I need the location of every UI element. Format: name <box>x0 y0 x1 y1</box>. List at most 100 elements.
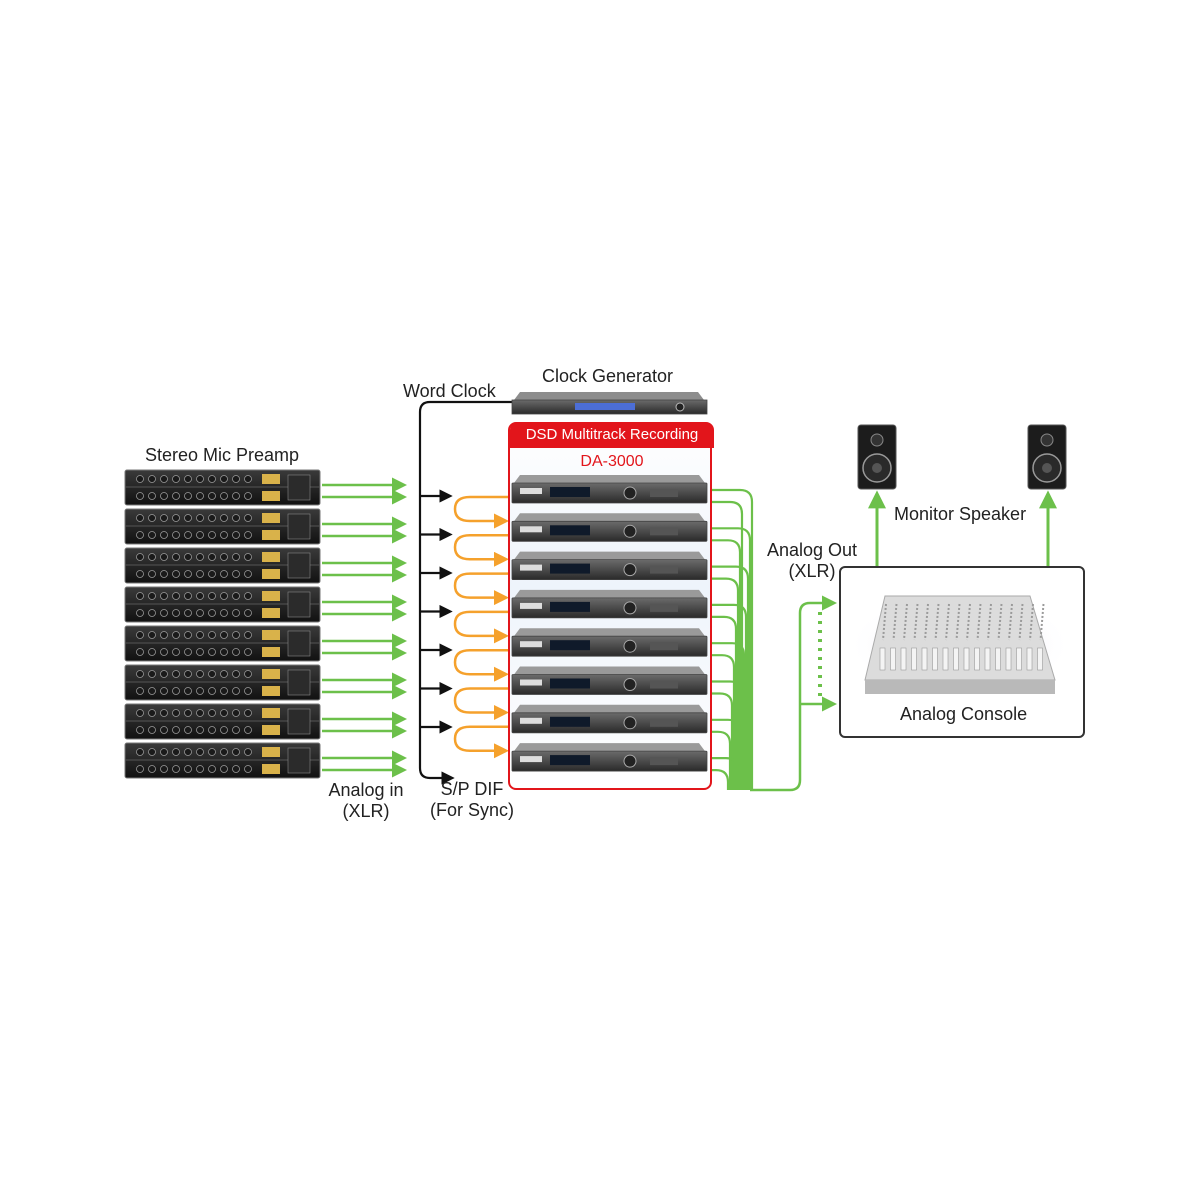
preamp-knob <box>136 609 144 617</box>
preamp-knob <box>184 570 192 578</box>
preamp-knob <box>244 765 252 773</box>
preamp-knob <box>148 631 156 639</box>
word-clock-line <box>418 400 512 785</box>
preamp-vu-meter <box>262 513 280 523</box>
preamp-knob <box>208 687 216 695</box>
preamp-knob <box>244 687 252 695</box>
preamp-knob <box>232 709 240 717</box>
preamp-vu-meter <box>262 764 280 774</box>
preamp-knob <box>220 609 228 617</box>
preamp-knob <box>148 570 156 578</box>
preamp-knob <box>220 492 228 500</box>
preamp-panel <box>287 552 311 579</box>
preamp-knob <box>160 514 168 522</box>
preamp-knob <box>244 553 252 561</box>
preamp-knob <box>196 592 204 600</box>
analog-out-line <box>709 577 740 790</box>
preamp-knob <box>148 475 156 483</box>
preamp-knob <box>220 687 228 695</box>
preamp-knob <box>208 631 216 639</box>
preamp-knob <box>220 475 228 483</box>
preamp-knob <box>208 592 216 600</box>
analog-out-line <box>709 769 730 790</box>
preamp-knob <box>148 492 156 500</box>
preamp-panel <box>287 474 311 501</box>
preamp-knob <box>196 475 204 483</box>
preamp-knob <box>208 531 216 539</box>
preamp-knob <box>172 592 180 600</box>
preamp-unit <box>124 547 321 584</box>
preamp-knob <box>220 748 228 756</box>
preamp-knob <box>160 592 168 600</box>
spdif-line2: (For Sync) <box>429 800 514 820</box>
preamp-knob <box>148 726 156 734</box>
preamp-knob <box>148 531 156 539</box>
preamp-knob <box>184 648 192 656</box>
preamp-knob <box>208 648 216 656</box>
analog-in-line2: (XLR) <box>342 801 390 821</box>
preamp-knob <box>148 553 156 561</box>
clock-generator-label: Clock Generator <box>542 366 674 386</box>
analog-out-line <box>709 488 754 790</box>
preamp-knob <box>244 570 252 578</box>
preamp-knob <box>208 570 216 578</box>
preamp-knob <box>232 592 240 600</box>
preamp-knob <box>172 687 180 695</box>
preamp-knob <box>184 492 192 500</box>
preamp-unit <box>124 742 321 779</box>
preamp-knob <box>136 592 144 600</box>
preamp-knob <box>208 670 216 678</box>
preamp-vu-meter <box>262 708 280 718</box>
preamp-vu-meter <box>262 608 280 618</box>
analog-out-line <box>709 539 742 790</box>
preamp-knob <box>172 531 180 539</box>
analog-out-line <box>709 718 742 790</box>
preamp-knob <box>172 609 180 617</box>
analog-in-line1: Analog in <box>328 780 404 800</box>
preamp-knob <box>184 726 192 734</box>
preamp-knob <box>160 553 168 561</box>
analog-out-line2: (XLR) <box>788 561 836 581</box>
preamp-knob <box>136 687 144 695</box>
preamp-knob <box>208 475 216 483</box>
preamp-knob <box>136 709 144 717</box>
preamp-knob <box>220 514 228 522</box>
preamp-knob <box>148 748 156 756</box>
preamp-knob <box>184 765 192 773</box>
preamp-knob <box>232 553 240 561</box>
preamp-vu-meter <box>262 530 280 540</box>
spdif-line1: S/P DIF <box>440 779 504 799</box>
analog-out-line <box>709 757 740 790</box>
preamp-knob <box>208 514 216 522</box>
preamp-knob <box>172 475 180 483</box>
preamp-panel <box>287 513 311 540</box>
preamp-vu-meter <box>262 569 280 579</box>
preamp-knob <box>196 726 204 734</box>
dsd-recording-title: DSD Multitrack Recording <box>510 422 714 448</box>
preamp-knob <box>136 765 144 773</box>
spdif-chain <box>453 648 510 682</box>
preamp-knob <box>184 592 192 600</box>
preamp-knob <box>244 670 252 678</box>
preamp-knob <box>196 609 204 617</box>
preamp-vu-meter <box>262 591 280 601</box>
devices <box>124 392 1067 779</box>
preamp-unit <box>124 664 321 701</box>
preamp-knob <box>160 631 168 639</box>
preamp-knob <box>172 709 180 717</box>
preamp-knob <box>208 709 216 717</box>
preamp-knob <box>172 492 180 500</box>
preamp-knob <box>172 553 180 561</box>
preamp-knob <box>172 514 180 522</box>
preamp-knob <box>220 570 228 578</box>
preamp-knob <box>244 592 252 600</box>
preamp-knob <box>148 609 156 617</box>
preamp-vu-meter <box>262 686 280 696</box>
preamp-knob <box>172 748 180 756</box>
preamp-knob <box>232 765 240 773</box>
analog-out-line <box>709 527 752 790</box>
preamp-knob <box>148 592 156 600</box>
preamp-knob <box>136 514 144 522</box>
preamp-knob <box>208 492 216 500</box>
